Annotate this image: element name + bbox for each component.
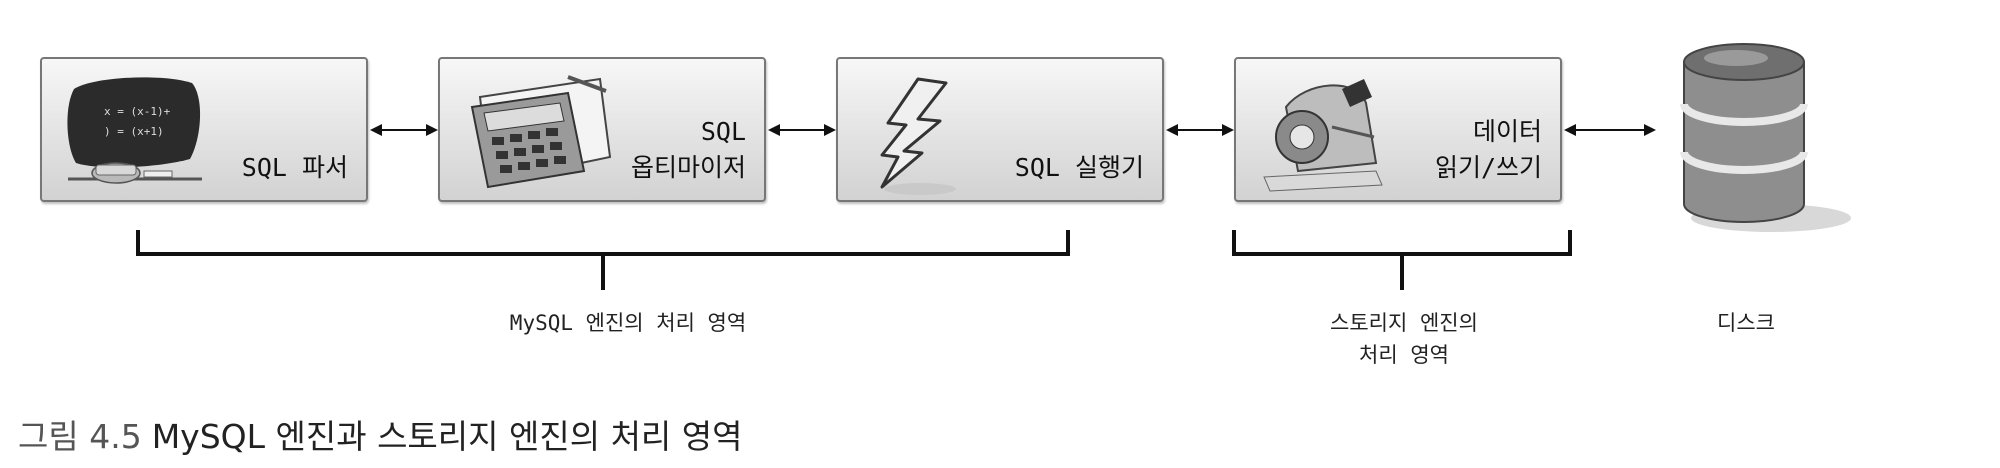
lightning-icon (880, 77, 956, 195)
data-read-write-box: 데이터 읽기/쓰기 (1234, 57, 1562, 202)
mysql-engine-bracket (136, 230, 1070, 290)
blackboard-icon: x = (x-1)+ ) = (x+1) (67, 77, 202, 184)
disk-label: 디스크 (1717, 311, 1775, 335)
svg-text:x = (x-1)+: x = (x-1)+ (104, 105, 171, 118)
storage-engine-bracket (1232, 230, 1572, 290)
bidirectional-arrow-icon (1166, 124, 1234, 136)
sql-executor-label: SQL 실행기 (1014, 153, 1144, 182)
data-read-write-label: 데이터 읽기/쓰기 (1434, 117, 1542, 182)
calculator-icon (470, 75, 612, 189)
tape-dispenser-icon (1263, 79, 1383, 192)
bidirectional-arrow-icon (370, 124, 438, 136)
sql-optimizer-label: SQL 옵티마이저 (630, 117, 746, 182)
figure-title: MySQL 엔진과 스토리지 엔진의 처리 영역 (151, 417, 743, 456)
sql-parser-box: x = (x-1)+ ) = (x+1) SQL 파서 (40, 57, 368, 202)
figure-number: 그림 4.5 (18, 417, 142, 456)
disk-cylinder-icon (1680, 43, 1851, 232)
sql-parser-label: SQL 파서 (241, 153, 348, 182)
sql-optimizer-box: SQL 옵티마이저 (438, 57, 766, 202)
bidirectional-arrow-icon (768, 124, 836, 136)
storage-engine-region-label: 스토리지 엔진의 처리 영역 (1330, 311, 1478, 367)
sql-executor-box: SQL 실행기 (836, 57, 1164, 202)
svg-text:) = (x+1): ) = (x+1) (104, 125, 164, 138)
mysql-engine-region-label: MySQL 엔진의 처리 영역 (509, 311, 747, 335)
bidirectional-arrow-icon (1564, 124, 1656, 136)
